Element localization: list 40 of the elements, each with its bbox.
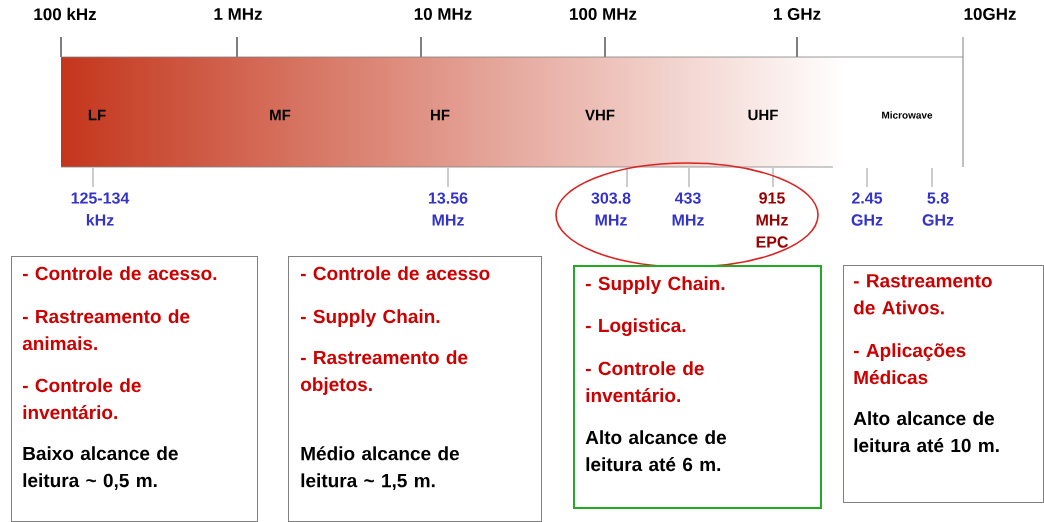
frequency-label: 100 kHz — [34, 7, 96, 21]
range-note: Alto alcance de leitura até 6 m. — [585, 430, 727, 472]
info-box — [573, 265, 822, 509]
band-label: LF — [88, 109, 106, 121]
frequency-label: 5.8 GHz — [922, 192, 954, 226]
application-item: - Controle de acesso — [300, 266, 490, 281]
application-item: - Supply Chain. — [585, 276, 725, 294]
application-item: - Controle de acesso. — [22, 266, 217, 281]
band-label: Microwave — [882, 111, 933, 119]
application-item: - Controle de inventário. — [22, 378, 141, 420]
range-note: Médio alcance de leitura ~ 1,5 m. — [301, 446, 459, 491]
application-item: - Supply Chain. — [300, 309, 440, 327]
frequency-label: 10 MHz — [414, 8, 472, 20]
application-item: - Rastreamento de animais. — [22, 309, 190, 351]
info-box — [843, 265, 1044, 503]
band-label: MF — [270, 109, 291, 121]
highlight-ellipse — [555, 162, 819, 268]
frequency-label: 433 MHz — [672, 192, 704, 226]
info-box — [11, 256, 258, 522]
application-item: - Rastreamento de Ativos. — [853, 274, 992, 315]
spectrum-bar — [60, 56, 964, 168]
application-item: - Controle de inventário. — [585, 361, 704, 403]
band-label: HF — [431, 109, 450, 121]
application-item: - Logistica. — [585, 318, 686, 336]
frequency-label: 303.8 MHz — [591, 192, 631, 226]
frequency-label: 125-134 kHz — [71, 192, 130, 226]
frequency-label: 10GHz — [964, 8, 1016, 20]
band-label: UHF — [748, 109, 778, 121]
frequency-label: 1 MHz — [214, 8, 262, 20]
application-item: - Rastreamento de objetos. — [300, 350, 468, 395]
frequency-label: 915 MHz EPC — [756, 192, 788, 248]
range-note: Baixo alcance de leitura ~ 0,5 m. — [23, 446, 178, 490]
frequency-label: 1 GHz — [774, 8, 821, 20]
frequency-label: 2.45 GHz — [851, 192, 883, 226]
band-label: VHF — [585, 109, 615, 121]
info-box — [288, 256, 542, 522]
frequency-label: 13.56 MHz — [429, 192, 468, 226]
application-item: - Aplicações Médicas — [853, 343, 966, 385]
frequency-label: 100 MHz — [570, 8, 637, 20]
range-note: Alto alcance de leitura até 10 m. — [853, 411, 999, 453]
